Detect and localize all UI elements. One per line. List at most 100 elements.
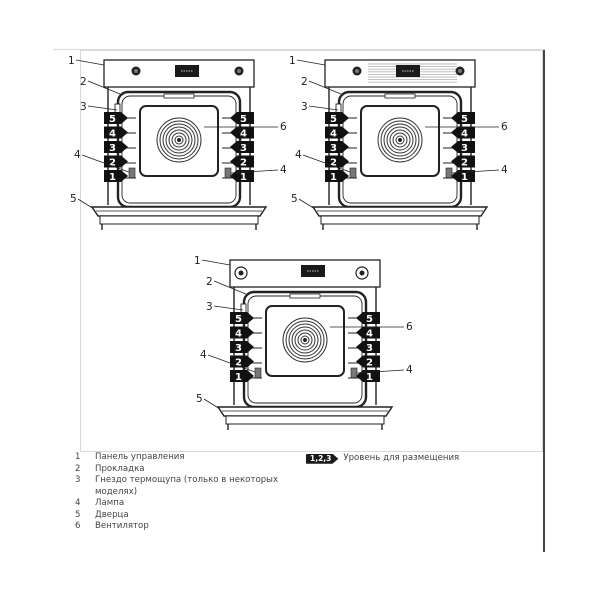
shelf-level-badge-left: 3	[104, 141, 128, 154]
callout-leader	[213, 305, 244, 311]
callout-leader	[230, 169, 279, 174]
knob-right-center-icon	[359, 270, 365, 276]
legend-text: Прокладка	[95, 463, 145, 474]
shelf-level-arrow-left	[230, 370, 254, 382]
fan-ring	[156, 117, 202, 163]
callout-label: 1	[194, 255, 201, 267]
fan-hub-icon	[303, 338, 307, 342]
oven-base	[320, 215, 480, 225]
shelf-level-number-right: 3	[366, 343, 373, 354]
fan-ring	[395, 135, 405, 145]
shelf-level-number-right: 3	[461, 143, 468, 154]
shelf-level-badge-right: 3	[451, 141, 475, 154]
shelf-level-badge-right: 5	[356, 312, 380, 325]
callout-leader	[308, 80, 342, 95]
shelf-level-badge-left: 3	[230, 341, 254, 354]
shelf-level-arrow-left	[104, 170, 128, 182]
top-vent	[163, 93, 195, 99]
oven-door	[311, 206, 489, 217]
shelf-level-number-right: 1	[461, 172, 468, 183]
shelf-level-number-left: 5	[109, 114, 116, 125]
shelf-level-badge-left: 2	[230, 355, 254, 369]
shelf-level-arrow-right	[356, 341, 380, 353]
shelf-level-arrow-left	[325, 126, 349, 139]
shelf-level-number-right: 2	[240, 158, 247, 169]
shelf-level-number-right: 5	[366, 314, 373, 325]
legend-number: 4	[75, 498, 81, 508]
fan-ring	[380, 120, 420, 160]
callout-leader	[298, 198, 316, 210]
shelf-level-arrow-left	[325, 141, 349, 153]
fan-ring	[162, 123, 196, 157]
callout-leader	[203, 398, 221, 410]
shelf-level-number-left: 5	[330, 114, 337, 125]
shelf-level-arrow-right	[356, 355, 380, 368]
legend-item: 3 Гнездо термощупа (только в некоторых м…	[75, 475, 285, 498]
shelf-level-badge-left: 2	[104, 155, 128, 169]
fan-ring	[300, 335, 310, 345]
shelf-level-badge-right: 4	[356, 326, 380, 340]
fan-hub-icon	[177, 138, 181, 142]
shelf-level-badge: 1,2,3	[306, 453, 339, 464]
callout-label: 3	[80, 101, 87, 113]
shelf-level-text: Уровень для размещения	[343, 453, 460, 463]
fan-ring	[288, 323, 322, 357]
control-panel	[103, 59, 255, 88]
shelf-level-badge-left: 5	[104, 112, 128, 125]
callout-label: 4	[501, 164, 508, 176]
fan-ring	[392, 132, 408, 148]
oven-base	[225, 415, 385, 425]
shelf-level-arrow-left	[230, 312, 254, 324]
shelf-level-badge-left: 2	[325, 155, 349, 169]
shelf-level-number-right: 1	[366, 372, 373, 383]
callout-label: 2	[80, 76, 87, 88]
legend-item: 4 Лампа	[75, 498, 285, 510]
shelf-level-badge-right: 2	[451, 155, 475, 169]
shelf-level-arrow-left	[104, 141, 128, 153]
shelf-level-number-left: 3	[235, 343, 242, 354]
callout-leader	[75, 59, 105, 66]
shelf-level-number-left: 3	[330, 143, 337, 154]
callout-leader	[356, 369, 405, 374]
shelf-level-number-left: 1	[235, 372, 242, 383]
shelf-level-number-left: 4	[235, 329, 242, 340]
shelf-level-arrow-right	[451, 155, 475, 168]
lamp-right-icon	[445, 167, 453, 179]
shelf-level-arrow-right	[230, 155, 254, 168]
lamp-left-icon	[349, 167, 357, 179]
legend-text: Лампа	[95, 498, 125, 508]
legend-text: Дверца	[95, 509, 129, 520]
lamp-left-icon	[128, 167, 136, 179]
callout-label: 6	[406, 321, 413, 333]
fan-ring	[165, 126, 193, 154]
shelf-level-badge-left: 4	[230, 326, 254, 340]
callout-label: 3	[301, 101, 308, 113]
callout-label: 4	[406, 364, 413, 376]
shelf-level-arrow-left	[104, 112, 128, 124]
callout-leader	[87, 105, 118, 111]
lamp-left-icon	[254, 367, 262, 379]
shelf-level-badge-left: 5	[325, 112, 349, 125]
lamp-right-icon	[224, 167, 232, 179]
shelf-level-number-right: 1	[240, 172, 247, 183]
shelf-level-arrow-left	[230, 326, 254, 339]
shelf-level-number-right: 5	[461, 114, 468, 125]
callout-label: 5	[291, 193, 298, 205]
shelf-level-arrow-right	[230, 126, 254, 139]
fan-ring	[297, 332, 313, 348]
knob-left-center-icon	[238, 270, 244, 276]
callout-label: 4	[295, 149, 302, 161]
fan-ring	[282, 317, 328, 363]
legend-number: 5	[75, 509, 81, 520]
callout-leader	[201, 259, 231, 266]
top-vent	[289, 293, 321, 299]
shelf-level-arrow-left	[325, 155, 349, 168]
shelf-level-badge-right: 5	[451, 112, 475, 125]
legend-item: 5 Дверца	[75, 510, 285, 522]
callout-label: 5	[196, 393, 203, 405]
control-panel	[324, 59, 476, 88]
legend-text: Панель управления	[95, 452, 185, 462]
callout-leader	[77, 198, 95, 210]
